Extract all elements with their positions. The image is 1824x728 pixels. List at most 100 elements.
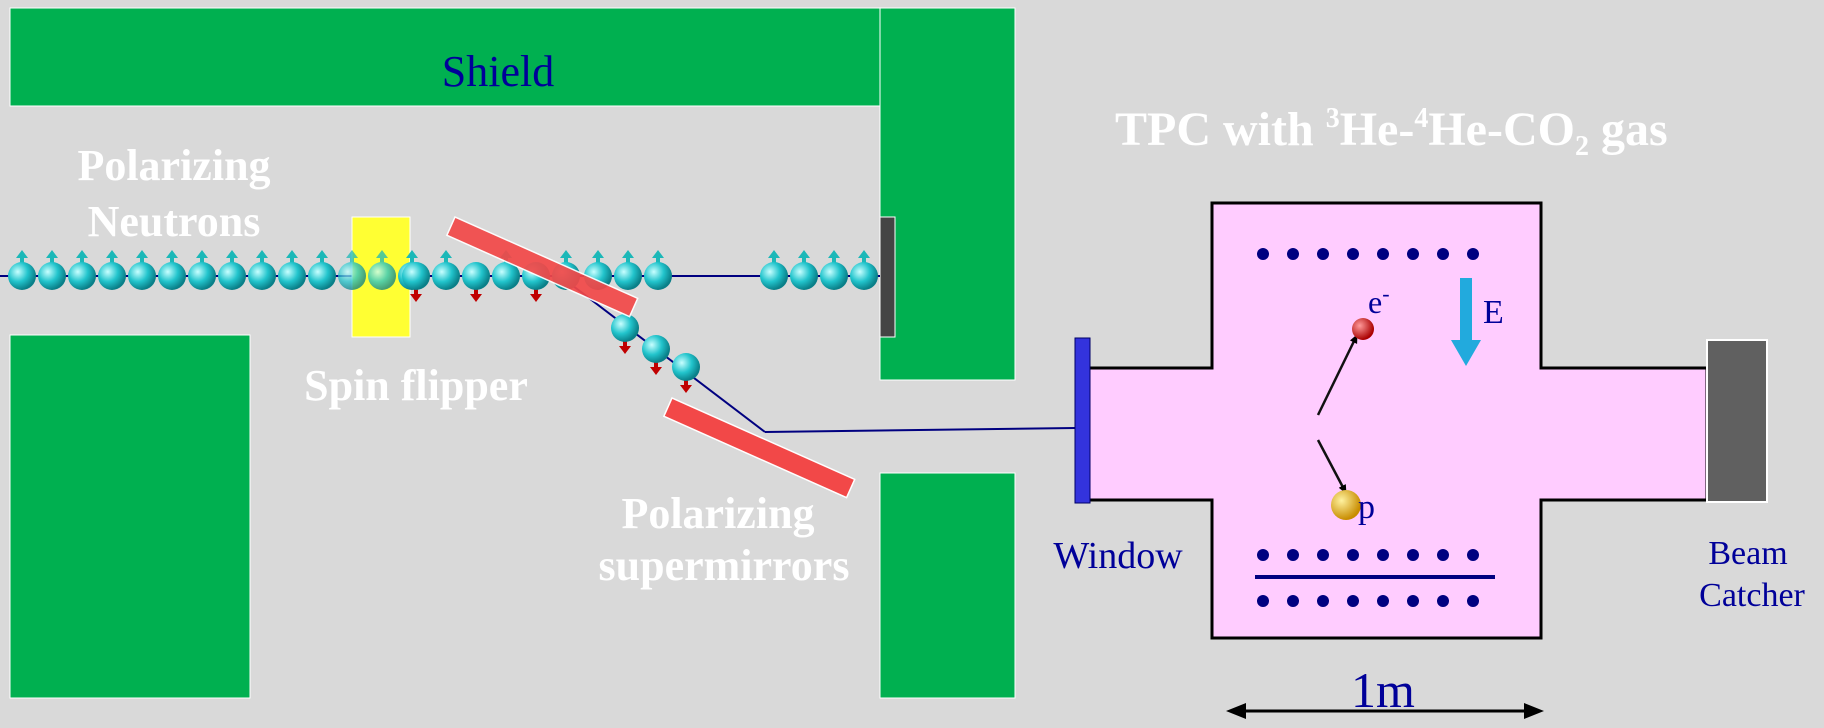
neutron-sphere-icon	[642, 335, 670, 363]
electrode-dot	[1347, 595, 1359, 607]
neutron-sphere-icon	[790, 262, 818, 290]
scale-label: 1m	[1351, 662, 1415, 718]
electrode-dot	[1437, 549, 1449, 561]
electrode-dot	[1407, 595, 1419, 607]
electrode-dot	[1467, 549, 1479, 561]
neutron	[432, 250, 460, 290]
electrode-dot	[1317, 549, 1329, 561]
shield	[9, 7, 1016, 699]
neutron-sphere-icon	[611, 314, 639, 342]
neutron	[98, 250, 126, 290]
electrode-dot	[1287, 549, 1299, 561]
electrode-dot	[1347, 549, 1359, 561]
neutron-sphere-icon	[850, 262, 878, 290]
neutron	[672, 353, 700, 393]
neutron-sphere-icon	[614, 262, 642, 290]
neutron-sphere-icon	[38, 262, 66, 290]
polarizing-neutrons-label-line2: Neutrons	[88, 197, 261, 246]
electrode-dot	[1377, 549, 1389, 561]
neutron	[614, 250, 642, 290]
neutron-sphere-icon	[368, 262, 396, 290]
neutron	[368, 250, 396, 290]
proton-label: p	[1358, 489, 1375, 526]
electrode-dot	[1407, 549, 1419, 561]
neutron-sphere-icon	[218, 262, 246, 290]
neutron	[248, 250, 276, 290]
electron-track	[1316, 334, 1359, 416]
electrode-dot	[1377, 248, 1389, 260]
electrode-dot	[1257, 248, 1269, 260]
neutron	[68, 250, 96, 290]
neutron-beam	[8, 250, 1358, 454]
neutron	[338, 250, 366, 290]
shield-right-lower-block	[879, 472, 1016, 699]
supermirror-lower	[662, 397, 856, 499]
neutron	[278, 250, 306, 290]
electrode-dot	[1287, 595, 1299, 607]
neutron	[642, 335, 670, 375]
electric-field-label: E	[1483, 294, 1504, 331]
neutron	[38, 250, 66, 290]
neutron	[462, 262, 490, 302]
neutron-sphere-icon	[338, 262, 366, 290]
electrode-dot	[1257, 595, 1269, 607]
neutron-sphere-icon	[8, 262, 36, 290]
neutron	[8, 250, 36, 290]
neutron-sphere-icon	[68, 262, 96, 290]
electrode-rows	[1257, 248, 1479, 607]
neutron-sphere-icon	[432, 262, 460, 290]
electrode-dot	[1437, 595, 1449, 607]
electric-field-arrow-icon	[1451, 278, 1481, 366]
shield-label: Shield	[442, 47, 554, 96]
proton-particle	[1331, 490, 1361, 520]
window-label: Window	[1053, 535, 1183, 577]
neutron-sphere-icon	[402, 262, 430, 290]
electrode-dot	[1437, 248, 1449, 260]
polarizing-supermirrors-label-line1: Polarizing	[621, 489, 814, 538]
neutron	[611, 314, 639, 354]
neutron	[158, 250, 186, 290]
neutron-sphere-icon	[248, 262, 276, 290]
beam-catcher	[1706, 339, 1768, 503]
electrode-dot	[1347, 248, 1359, 260]
neutron	[850, 250, 878, 290]
beam-catcher-label-line2: Catcher	[1699, 577, 1805, 614]
neutron-sphere-icon	[308, 262, 336, 290]
electrode-dot	[1317, 248, 1329, 260]
neutron-sphere-icon	[128, 262, 156, 290]
spin-flipper-label: Spin flipper	[304, 361, 528, 410]
polarizing-supermirrors-label-line2: supermirrors	[599, 541, 850, 590]
neutron-sphere-icon	[672, 353, 700, 381]
neutron-sphere-icon	[760, 262, 788, 290]
neutron-sphere-icon	[98, 262, 126, 290]
neutron-sphere-icon	[492, 262, 520, 290]
supermirror-upper	[445, 216, 639, 318]
beam-stop-plate	[879, 216, 896, 338]
neutron	[308, 250, 336, 290]
neutron-sphere-icon	[462, 262, 490, 290]
neutron	[218, 250, 246, 290]
scale-double-arrow-icon	[1226, 703, 1544, 719]
shield-right-upper-block	[879, 7, 1016, 381]
electron-particle	[1352, 318, 1374, 340]
electrode-dot	[1287, 248, 1299, 260]
neutron-sphere-icon	[644, 262, 672, 290]
beam-catcher-label-line1: Beam	[1708, 535, 1787, 572]
tpc-title: TPC with 3He-4He-CO2 gas	[1115, 103, 1668, 162]
neutron	[760, 250, 788, 290]
electrode-dot	[1317, 595, 1329, 607]
shield-top-block	[9, 7, 881, 107]
neutron	[820, 250, 848, 290]
window	[1074, 337, 1091, 504]
neutron-sphere-icon	[278, 262, 306, 290]
neutron-sphere-icon	[158, 262, 186, 290]
electrode-dot	[1377, 595, 1389, 607]
neutron	[644, 250, 672, 290]
neutron-sphere-icon	[820, 262, 848, 290]
neutron	[128, 250, 156, 290]
polarizing-neutrons-label-line1: Polarizing	[77, 141, 270, 190]
neutron	[402, 262, 430, 302]
electrode-dot	[1407, 248, 1419, 260]
